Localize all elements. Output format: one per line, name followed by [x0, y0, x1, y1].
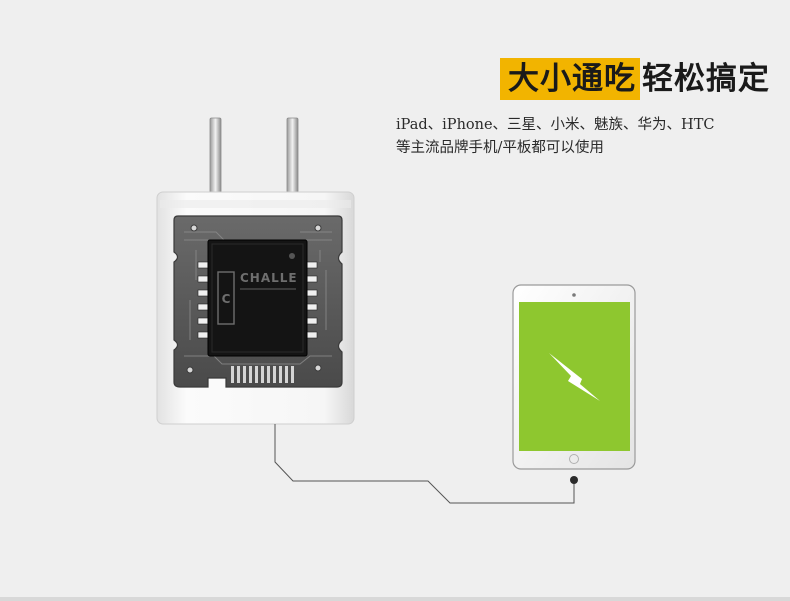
description-line-1: iPad、iPhone、三星、小米、魅族、华为、HTC — [396, 117, 715, 133]
compatibility-description: iPad、iPhone、三星、小米、魅族、华为、HTC 等主流品牌手机/平板都可… — [396, 114, 714, 160]
plug-prongs — [209, 117, 299, 203]
edge-connector — [231, 366, 294, 383]
tablet-home-button — [569, 454, 579, 464]
chip-brand: CHALLE — [240, 271, 298, 285]
lightning-icon — [549, 353, 600, 401]
bottom-divider — [0, 597, 790, 601]
tablet — [512, 284, 636, 470]
headline-rest: 轻松搞定 — [642, 61, 770, 97]
headline: 大小通吃 轻松搞定 — [500, 58, 770, 100]
ic-chip: C CHALLE — [197, 239, 318, 357]
description-line-2: 等主流品牌手机/平板都可以使用 — [396, 140, 604, 156]
cable-plug — [570, 476, 578, 484]
chip-logo-char: C — [222, 292, 231, 306]
headline-highlight: 大小通吃 — [500, 58, 640, 100]
tablet-camera — [572, 293, 576, 297]
charging-cable — [274, 424, 575, 504]
